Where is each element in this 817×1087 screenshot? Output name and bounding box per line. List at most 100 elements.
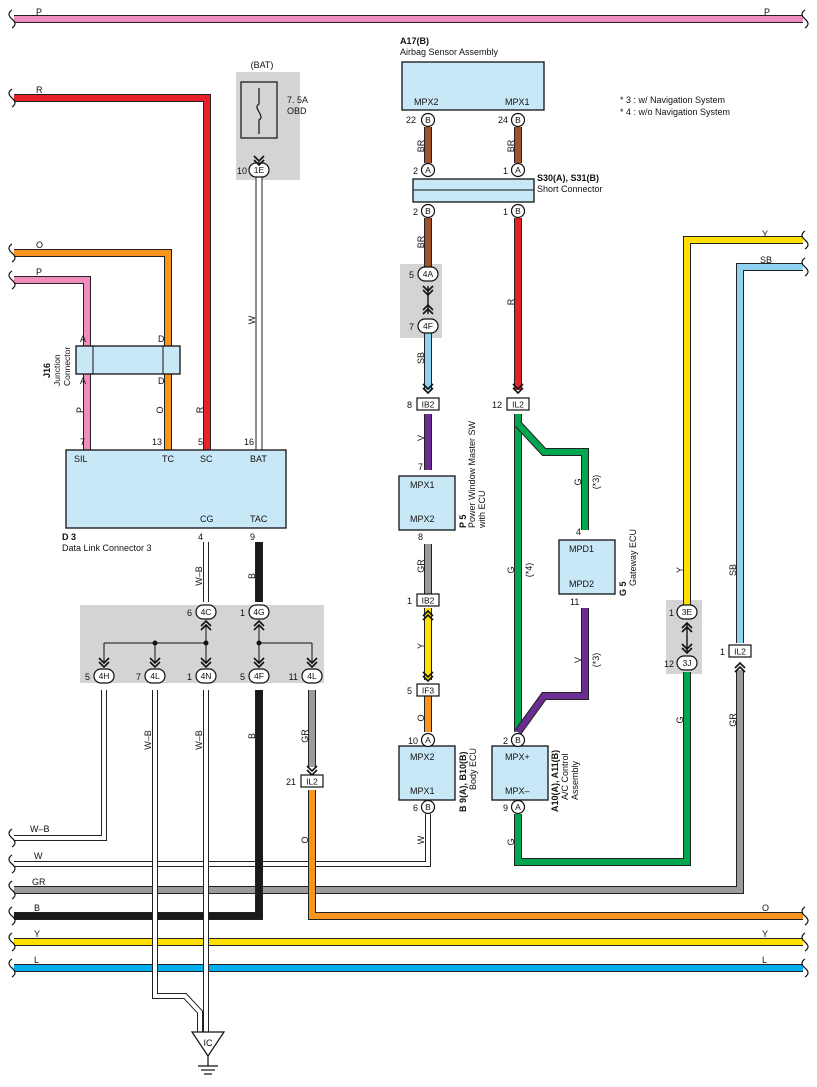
wire-break-icon xyxy=(801,958,809,978)
jb-num-4g: 1 xyxy=(240,608,245,618)
conn-3j-num: 12 xyxy=(664,659,674,669)
bus-p2-left: P xyxy=(36,267,42,277)
j16-pin-a-bot: A xyxy=(80,376,86,386)
dlc-pin-bat: BAT xyxy=(250,454,267,464)
airbag-num-22: 22 xyxy=(406,115,416,125)
bus-b-left: B xyxy=(34,903,40,913)
fuse-conn-1e: 1E xyxy=(248,162,270,178)
ground-icon xyxy=(190,1031,226,1075)
wires xyxy=(14,15,803,1032)
gateway-pin-mpd1: MPD1 xyxy=(569,544,594,554)
jb-internal-lines xyxy=(103,624,313,664)
dlc-num-9: 9 xyxy=(250,532,255,542)
label-p-dlc: P xyxy=(75,407,85,413)
label-g-main: G xyxy=(506,566,516,573)
wire-p-sil xyxy=(14,276,91,450)
bus-l-right: L xyxy=(762,955,767,965)
conn-if3: IF3 xyxy=(416,683,440,697)
svg-text:IL2: IL2 xyxy=(734,647,746,657)
wire-sb-il2 xyxy=(736,263,803,643)
body-pin-mpx1: MPX1 xyxy=(410,786,435,796)
label-note-4: (*4) xyxy=(524,563,534,578)
svg-text:IL2: IL2 xyxy=(512,400,524,410)
junction-connector-box xyxy=(75,345,181,375)
label-y-1: Y xyxy=(416,643,426,649)
pwm-pin-mpx1: MPX1 xyxy=(410,480,435,490)
svg-text:A: A xyxy=(425,165,431,175)
svg-text:A: A xyxy=(425,735,431,745)
fuse-shade xyxy=(236,72,300,180)
gateway-pin-mpd2: MPD2 xyxy=(569,579,594,589)
svg-text:A: A xyxy=(515,165,521,175)
svg-text:IL2: IL2 xyxy=(306,777,318,787)
conn-il2-low: IL2 xyxy=(300,774,324,788)
conn-ib2-top: IB2 xyxy=(416,397,440,411)
wire-o-tc xyxy=(14,249,172,450)
conn-il2-low-num: 21 xyxy=(286,777,296,787)
svg-text:4A: 4A xyxy=(423,269,434,279)
jb-conn-4f-3: 4F xyxy=(248,668,270,684)
gateway-code: G 5 xyxy=(618,581,628,596)
jb-conn-4g: 4G xyxy=(248,604,270,620)
label-br-1: BR xyxy=(416,139,426,152)
ac-pin-mpxm: MPX– xyxy=(505,786,530,796)
svg-text:1E: 1E xyxy=(254,165,265,175)
conn-il2-top: IL2 xyxy=(506,397,530,411)
ac-pin-mpxp: MPX+ xyxy=(505,752,530,762)
ac-num-2: 2 xyxy=(503,736,508,746)
pwm-code: P 5 xyxy=(458,515,468,528)
svg-text:B: B xyxy=(515,735,521,745)
svg-text:B: B xyxy=(425,115,431,125)
note-4: * 4 : w/o Navigation System xyxy=(620,107,730,117)
svg-text:B: B xyxy=(515,206,521,216)
note-3: * 3 : w/ Navigation System xyxy=(620,95,725,105)
pwm-name1: Power Window Master SW xyxy=(467,420,477,528)
wire-break-icon xyxy=(8,880,16,900)
airbag-box xyxy=(401,61,545,111)
label-o-dlc: O xyxy=(155,406,165,413)
label-wb-3: W–B xyxy=(194,730,204,750)
conn-ib2-top-num: 8 xyxy=(407,400,412,410)
dlc-num-16: 16 xyxy=(244,437,254,447)
bus-w-left: W xyxy=(34,851,43,861)
conn-4f-top-num: 7 xyxy=(409,322,414,332)
jb-conn-4c: 4C xyxy=(195,604,217,620)
conn-il2-right-num: 1 xyxy=(720,647,725,657)
dlc-pin-cg: CG xyxy=(200,514,214,524)
j16-pin-d-bot: D xyxy=(158,376,165,386)
dlc-box xyxy=(65,449,287,529)
dlc-pin-tc: TC xyxy=(162,454,174,464)
fuse-box xyxy=(240,81,278,139)
wire-break-icon xyxy=(8,958,16,978)
wire-break-icon xyxy=(8,828,16,848)
bus-r-left: R xyxy=(36,85,43,95)
label-br-3: BR xyxy=(416,235,426,248)
jb-bottom-chevron-icon xyxy=(98,657,110,669)
dlc-num-4: 4 xyxy=(198,532,203,542)
bus-o-right: O xyxy=(762,903,769,913)
label-w-body: W xyxy=(416,835,426,844)
short-num-br: 1 xyxy=(503,207,508,217)
body-name: Body ECU xyxy=(468,748,478,790)
label-b-tac: B xyxy=(247,573,257,579)
conn-4f-top: 4F xyxy=(417,318,439,334)
wire-break-icon xyxy=(801,932,809,952)
label-gr-4l: GR xyxy=(300,729,310,743)
svg-text:4F: 4F xyxy=(423,321,433,331)
ib2-bot-chevron-icon xyxy=(422,609,434,621)
dlc-num-13: 13 xyxy=(152,437,162,447)
bus-l-left: L xyxy=(34,955,39,965)
short-conn-code: S30(A), S31(B) xyxy=(537,173,599,183)
wire-break-icon xyxy=(8,270,16,290)
svg-text:IF3: IF3 xyxy=(422,686,435,696)
ac-name1: A/C Control xyxy=(560,753,570,800)
fuse-icon xyxy=(256,88,262,134)
if3-chevron-icon xyxy=(422,671,434,683)
il2-top-chevron-icon xyxy=(512,383,524,395)
fuse-caption: (BAT) xyxy=(251,60,274,70)
svg-text:3E: 3E xyxy=(682,607,693,617)
body-code: B 9(A), B10(B) xyxy=(458,751,468,812)
svg-text:A: A xyxy=(515,802,521,812)
